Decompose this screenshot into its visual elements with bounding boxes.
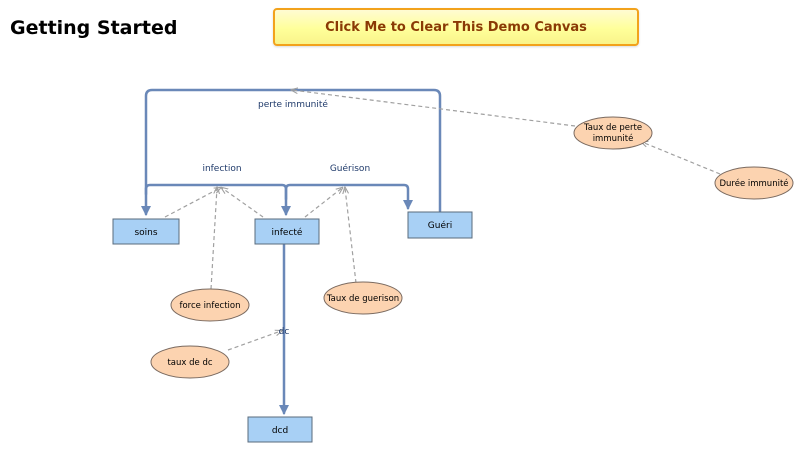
link-force-infection-to-infection [210,188,217,290]
variable-label-duree-immunite: Durée immunité [719,178,788,189]
stock-label-dcd: dcd [272,426,288,436]
link-infecte-to-infection [222,188,264,218]
flow-label-infection: infection [202,164,241,174]
stock-dcd[interactable]: dcd [247,416,313,443]
stock-label-gueri: Guéri [428,220,452,231]
stock-label-soins: soins [134,228,157,238]
variable-taux-perte-immunite[interactable]: Taux de perte immunité [573,116,653,150]
flow-label-dc: dc [279,327,290,337]
variable-taux-guerison[interactable]: Taux de guerison [323,281,403,315]
variable-label-taux-guerison: Taux de guerison [326,294,399,304]
link-infecte-to-guerison [304,188,342,218]
stock-gueri[interactable]: Guéri [407,211,473,239]
clear-canvas-button[interactable]: Click Me to Clear This Demo Canvas [273,8,639,46]
variable-label-taux-perte-line1: Taux de perte [583,123,642,133]
link-taux-guerison-to-guerison [345,188,357,284]
variable-taux-dc[interactable]: taux de dc [150,345,230,379]
page-title: Getting Started [10,17,178,39]
link-taux-perte-to-perte-immunite [292,90,576,127]
variable-label-force-infection: force infection [179,301,240,311]
flow-label-guerison: Guérison [330,163,370,174]
variable-label-taux-perte-line2: immunité [593,133,634,144]
flow-label-perte-immunite: perte immunité [258,99,328,110]
link-duree-to-taux-perte [642,142,721,175]
variable-label-taux-dc: taux de dc [167,358,212,368]
variable-force-infection[interactable]: force infection [170,288,250,322]
stock-infecte[interactable]: infecté [254,218,320,245]
link-soins-to-infection [164,188,220,218]
flow-guerison-pipe[interactable] [284,183,413,210]
link-taux-dc-to-dc [227,331,281,351]
stock-label-infecte: infecté [272,227,303,238]
stock-soins[interactable]: soins [112,218,180,245]
variable-duree-immunite[interactable]: Durée immunité [714,166,794,200]
